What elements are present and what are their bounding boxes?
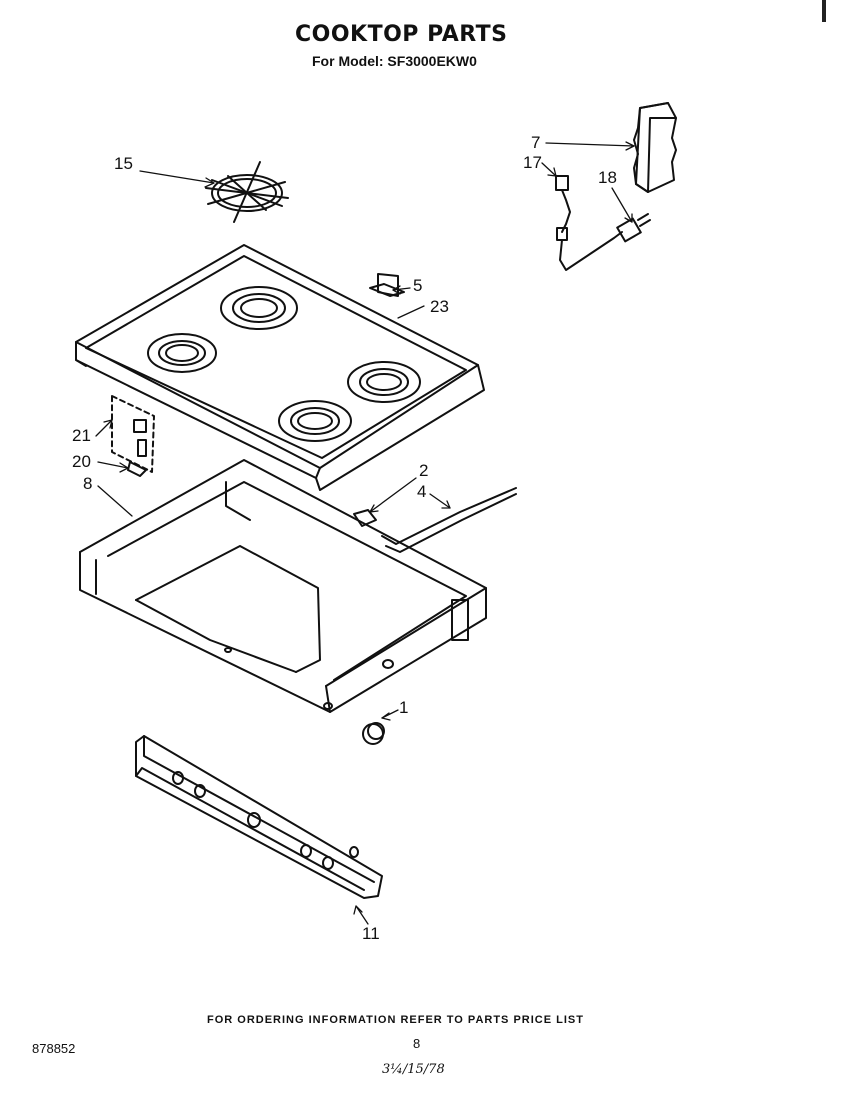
bracket-part	[633, 102, 677, 193]
callout-23: 23	[430, 297, 449, 316]
callout-7: 7	[531, 133, 540, 152]
document-number: 878852	[32, 1041, 76, 1056]
callout-21: 21	[72, 426, 91, 445]
ordering-note: FOR ORDERING INFORMATION REFER TO PARTS …	[207, 1014, 584, 1026]
callout-20: 20	[72, 452, 91, 471]
cooktop-part	[75, 244, 485, 491]
retainer-and-tube-part	[353, 487, 517, 553]
callout-18: 18	[598, 168, 617, 187]
callout-2: 2	[419, 461, 428, 480]
edge-mark	[822, 0, 826, 22]
control-panel-part	[135, 735, 383, 899]
page-title: COOKTOP PARTS	[295, 22, 508, 47]
callout-11: 11	[362, 924, 380, 943]
callout-4: 4	[417, 482, 426, 501]
page-number: 8	[413, 1036, 421, 1051]
burner-grate-part	[205, 161, 289, 223]
callout-5: 5	[413, 276, 422, 295]
callout-1: 1	[399, 698, 408, 717]
leader-lines	[95, 141, 635, 925]
switch-and-cord-part	[555, 175, 651, 271]
model-line: For Model: SF3000EKW0	[312, 53, 477, 69]
callout-17: 17	[523, 153, 542, 172]
callout-15: 15	[114, 154, 133, 173]
igniter-assembly-part	[111, 395, 155, 477]
handwritten-note: 3¼/15/78	[382, 1062, 445, 1077]
callout-8: 8	[83, 474, 92, 493]
clip-part	[369, 273, 405, 297]
plug-button-part	[362, 722, 385, 745]
